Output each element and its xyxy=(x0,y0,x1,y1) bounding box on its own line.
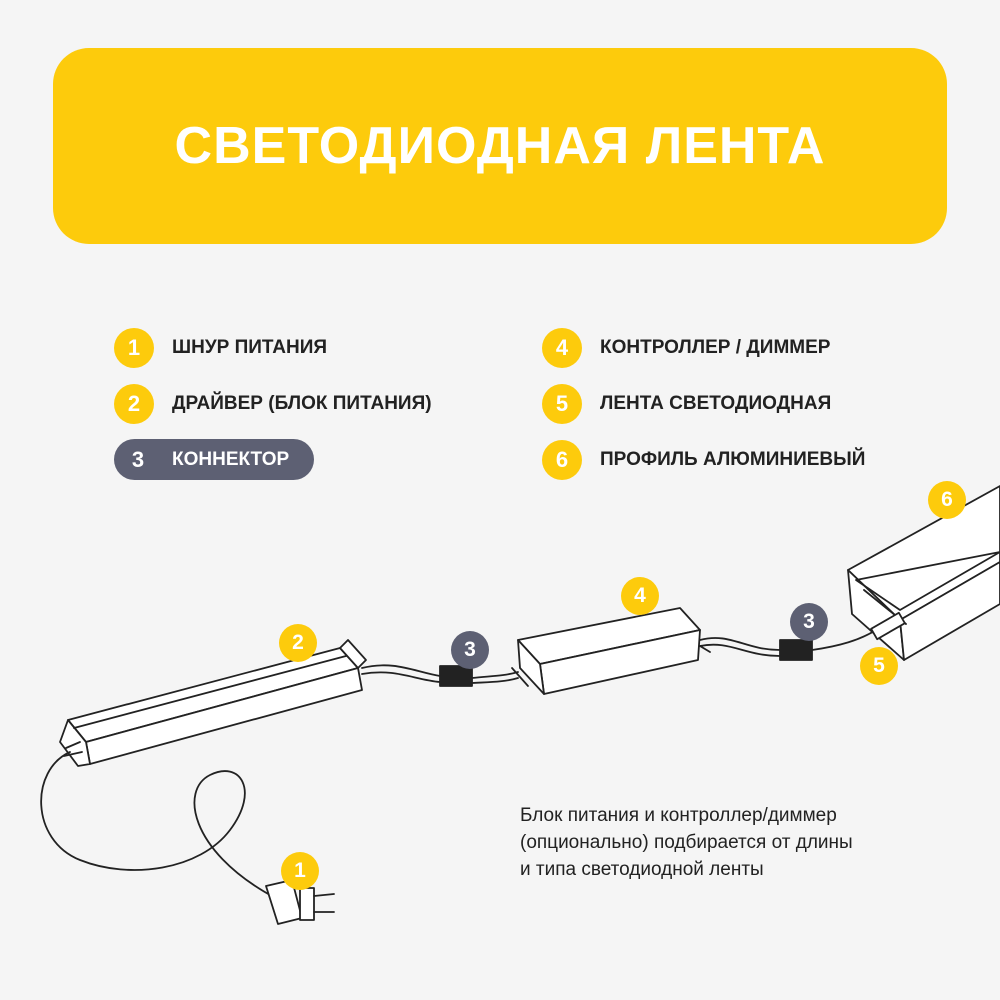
legend-item-controller: 4 КОНТРОЛЛЕР / ДИММЕР xyxy=(542,328,830,368)
legend-item-connector: 3 КОННЕКТОР xyxy=(114,439,314,480)
marker-power-cord: 1 xyxy=(281,852,319,890)
legend-label: ПРОФИЛЬ АЛЮМИНИЕВЫЙ xyxy=(600,449,866,470)
legend-badge: 6 xyxy=(542,440,582,480)
legend-item-profile: 6 ПРОФИЛЬ АЛЮМИНИЕВЫЙ xyxy=(542,440,865,480)
page-title: СВЕТОДИОДНАЯ ЛЕНТА xyxy=(174,117,826,175)
marker-led-strip: 5 xyxy=(860,647,898,685)
note-line: (опционально) подбирается от длины xyxy=(520,832,853,853)
note-line: и типа светодиодной ленты xyxy=(520,859,764,880)
legend-badge: 1 xyxy=(114,328,154,368)
marker-connector-b: 3 xyxy=(790,603,828,641)
legend-label: ДРАЙВЕР (БЛОК ПИТАНИЯ) xyxy=(172,393,432,414)
plug-drawing xyxy=(265,879,335,925)
marker-profile: 6 xyxy=(928,481,966,519)
legend-item-driver: 2 ДРАЙВЕР (БЛОК ПИТАНИЯ) xyxy=(114,384,432,424)
title-banner: СВЕТОДИОДНАЯ ЛЕНТА xyxy=(53,48,947,244)
legend-label: КОННЕКТОР xyxy=(172,448,290,470)
driver-drawing xyxy=(59,639,367,767)
legend-label: КОНТРОЛЛЕР / ДИММЕР xyxy=(600,337,831,358)
legend-item-led-strip: 5 ЛЕНТА СВЕТОДИОДНАЯ xyxy=(542,384,831,424)
marker-driver: 2 xyxy=(279,624,317,662)
legend-badge: 5 xyxy=(542,384,582,424)
note-line: Блок питания и контроллер/диммер xyxy=(520,805,837,826)
power-cord-drawing xyxy=(40,751,271,896)
legend-badge: 2 xyxy=(114,384,154,424)
marker-connector-a: 3 xyxy=(451,631,489,669)
legend-badge: 3 xyxy=(131,446,145,472)
controller-drawing xyxy=(511,607,711,695)
profile-drawing xyxy=(847,485,1000,661)
legend-badge: 4 xyxy=(542,328,582,368)
legend-item-power-cord: 1 ШНУР ПИТАНИЯ xyxy=(114,328,327,368)
note-text: Блок питания и контроллер/диммер (опцион… xyxy=(520,802,940,883)
marker-controller: 4 xyxy=(621,577,659,615)
legend-label: ШНУР ПИТАНИЯ xyxy=(172,337,328,358)
legend-label: ЛЕНТА СВЕТОДИОДНАЯ xyxy=(600,393,832,414)
